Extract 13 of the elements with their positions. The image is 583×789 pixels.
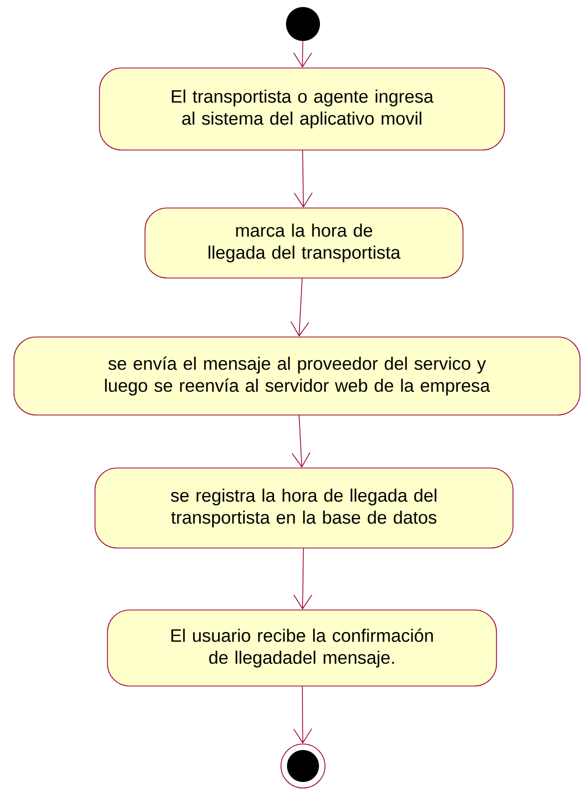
arrow (293, 686, 312, 744)
arrow (294, 150, 313, 208)
activity-box: marca la hora de llegada del transportista (144, 208, 464, 278)
arrow (290, 278, 310, 337)
activity-box: El usuario recibe la confirmación de llegadadel mensaje. (107, 610, 497, 686)
final-node (280, 744, 326, 788)
activity-box: El transportista o agente ingresa al sistema del aplicativo movil (99, 68, 505, 150)
activity-box: se envía el mensaje al proveedor del servico y luego se reenvía al servidor web de la empresa (14, 336, 580, 416)
arrow (292, 415, 310, 468)
activity-box: se registra la hora de llegada del transportista en la base de datos (94, 468, 514, 548)
initial-node (286, 7, 320, 41)
arrow (293, 548, 312, 610)
arrow (293, 40, 312, 68)
